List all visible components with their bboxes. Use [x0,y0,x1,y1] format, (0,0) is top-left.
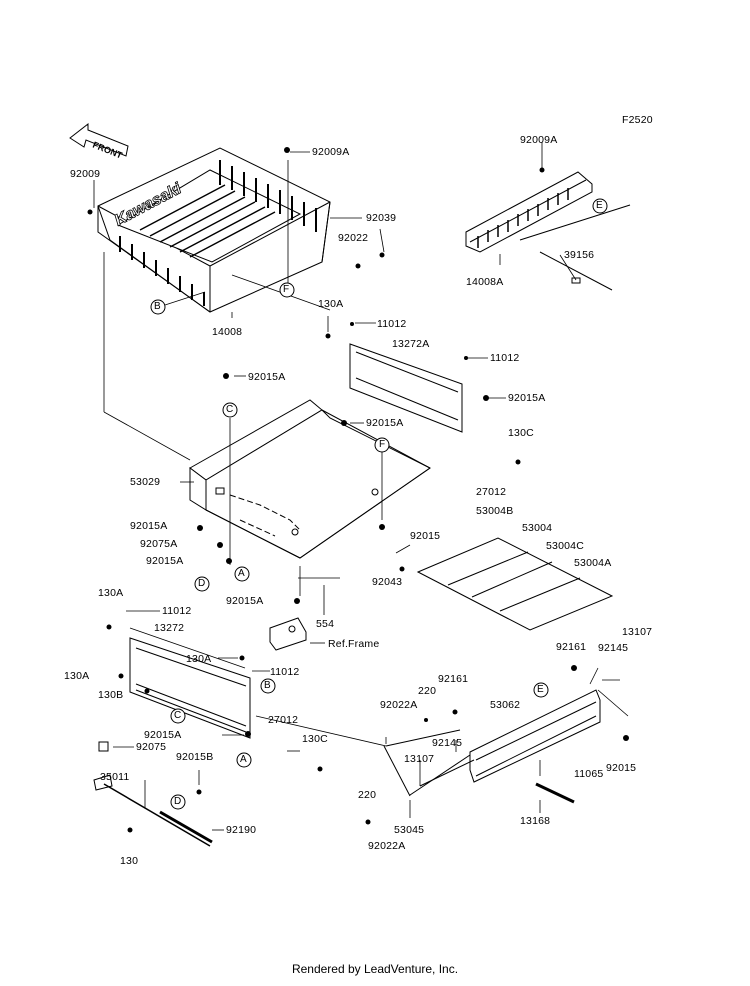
part-label-27012-upper[interactable]: 27012 [476,486,507,498]
part-label-130c-lower[interactable]: 130C [302,733,328,745]
part-label-53062[interactable]: 53062 [490,699,521,711]
part-label-92145-right[interactable]: 92145 [598,642,629,654]
part-label-92161-right[interactable]: 92161 [556,641,587,653]
part-label-92015a-1[interactable]: 92015A [248,371,286,383]
callout-d-bed: D [198,578,206,589]
callout-c-bed: C [226,404,234,415]
part-label-53045[interactable]: 53045 [394,824,425,836]
part-label-53004a[interactable]: 53004A [574,557,612,569]
part-label-92015a-5[interactable]: 92015A [146,555,184,567]
part-label-130a-lower-3[interactable]: 130A [64,670,90,682]
callout-f-bed: F [379,439,386,450]
part-label-11012-right[interactable]: 11012 [490,352,520,364]
part-label-92022[interactable]: 92022 [338,232,369,244]
part-label-92015[interactable]: 92015 [410,530,441,542]
tailgate-panel-drawing [465,171,631,291]
floor-mats-drawing [416,537,614,631]
part-label-53004c[interactable]: 53004C [546,540,584,552]
part-label-92015b[interactable]: 92015B [176,751,214,763]
part-label-130b[interactable]: 130B [98,689,124,701]
part-label-92022a-lower[interactable]: 92022A [368,840,406,852]
part-label-92015a-7[interactable]: 92015A [144,729,182,741]
part-label-11012-lower-1[interactable]: 11012 [162,605,192,617]
part-label-92015a-2[interactable]: 92015A [508,392,546,404]
ref-frame-label: Ref.Frame [328,638,380,650]
part-label-92145-left[interactable]: 92145 [432,737,463,749]
part-label-92015a-6[interactable]: 92015A [226,595,264,607]
callout-a-bed: A [238,568,245,579]
callout-c-gate: C [174,710,182,721]
cargo-basket-drawing: Kawasaki [97,147,331,313]
part-label-13107-right[interactable]: 13107 [622,626,653,638]
side-gate-lower-drawing [129,637,251,739]
support-rod-drawing [93,741,213,847]
callout-b-gate: B [264,680,271,691]
part-label-92039[interactable]: 92039 [366,212,397,224]
part-label-11012-lower-2[interactable]: 11012 [270,666,300,678]
callout-f-basket: F [283,284,290,295]
part-label-130[interactable]: 130 [120,855,139,867]
callout-circles [150,198,608,810]
part-label-39156[interactable]: 39156 [564,249,595,261]
part-label-14008a[interactable]: 14008A [466,276,504,288]
front-arrow-icon: FRONT [69,122,129,161]
part-label-92015a-3[interactable]: 92015A [366,417,404,429]
part-label-53004[interactable]: 53004 [522,522,553,534]
part-label-130a-lower-1[interactable]: 130A [98,587,124,599]
part-label-53004b[interactable]: 53004B [476,505,514,517]
part-label-220-lower[interactable]: 220 [358,789,377,801]
part-label-13272[interactable]: 13272 [154,622,185,634]
part-label-92043[interactable]: 92043 [372,576,403,588]
part-label-92015a-4[interactable]: 92015A [130,520,168,532]
part-label-92075a[interactable]: 92075A [140,538,178,550]
ref-frame-bracket-drawing [269,617,307,651]
footer-credit: Rendered by LeadVenture, Inc. [291,962,459,976]
part-label-92009a-panel[interactable]: 92009A [520,134,558,146]
side-gate-upper-drawing [349,343,463,433]
part-label-92022a-upper[interactable]: 92022A [380,699,418,711]
tailgate-drawing [469,689,601,783]
part-label-13107-left[interactable]: 13107 [404,753,435,765]
part-label-554[interactable]: 554 [316,618,335,630]
callout-a-gate: A [240,754,247,765]
callout-e-tailgate: E [537,684,544,695]
part-label-11065[interactable]: 11065 [574,768,604,780]
part-label-92161-left[interactable]: 92161 [438,673,469,685]
part-label-11012-upper[interactable]: 11012 [377,318,407,330]
part-label-13168[interactable]: 13168 [520,815,551,827]
diagram-code: F2520 [622,114,653,126]
callout-d-rod: D [174,796,182,807]
part-label-14008[interactable]: 14008 [212,326,243,338]
cargo-bed-drawing [189,399,431,559]
part-label-92075[interactable]: 92075 [136,741,167,753]
part-label-53029[interactable]: 53029 [130,476,161,488]
part-label-220-upper[interactable]: 220 [418,685,437,697]
part-label-130a-upper[interactable]: 130A [318,298,344,310]
part-label-27012-lower[interactable]: 27012 [268,714,299,726]
cable-linkage-drawing [383,729,575,804]
part-label-92009[interactable]: 92009 [70,168,101,180]
part-label-13272a[interactable]: 13272A [392,338,430,350]
part-label-92009a[interactable]: 92009A [312,146,350,158]
part-label-92190[interactable]: 92190 [226,824,257,836]
part-label-130c-upper[interactable]: 130C [508,427,534,439]
fasteners [87,147,629,833]
part-label-35011[interactable]: 35011 [100,771,130,783]
part-label-92015-right[interactable]: 92015 [606,762,637,774]
part-label-130a-lower-2[interactable]: 130A [186,653,212,665]
callout-e-panel: E [596,200,603,211]
callout-b-basket: B [154,301,161,312]
